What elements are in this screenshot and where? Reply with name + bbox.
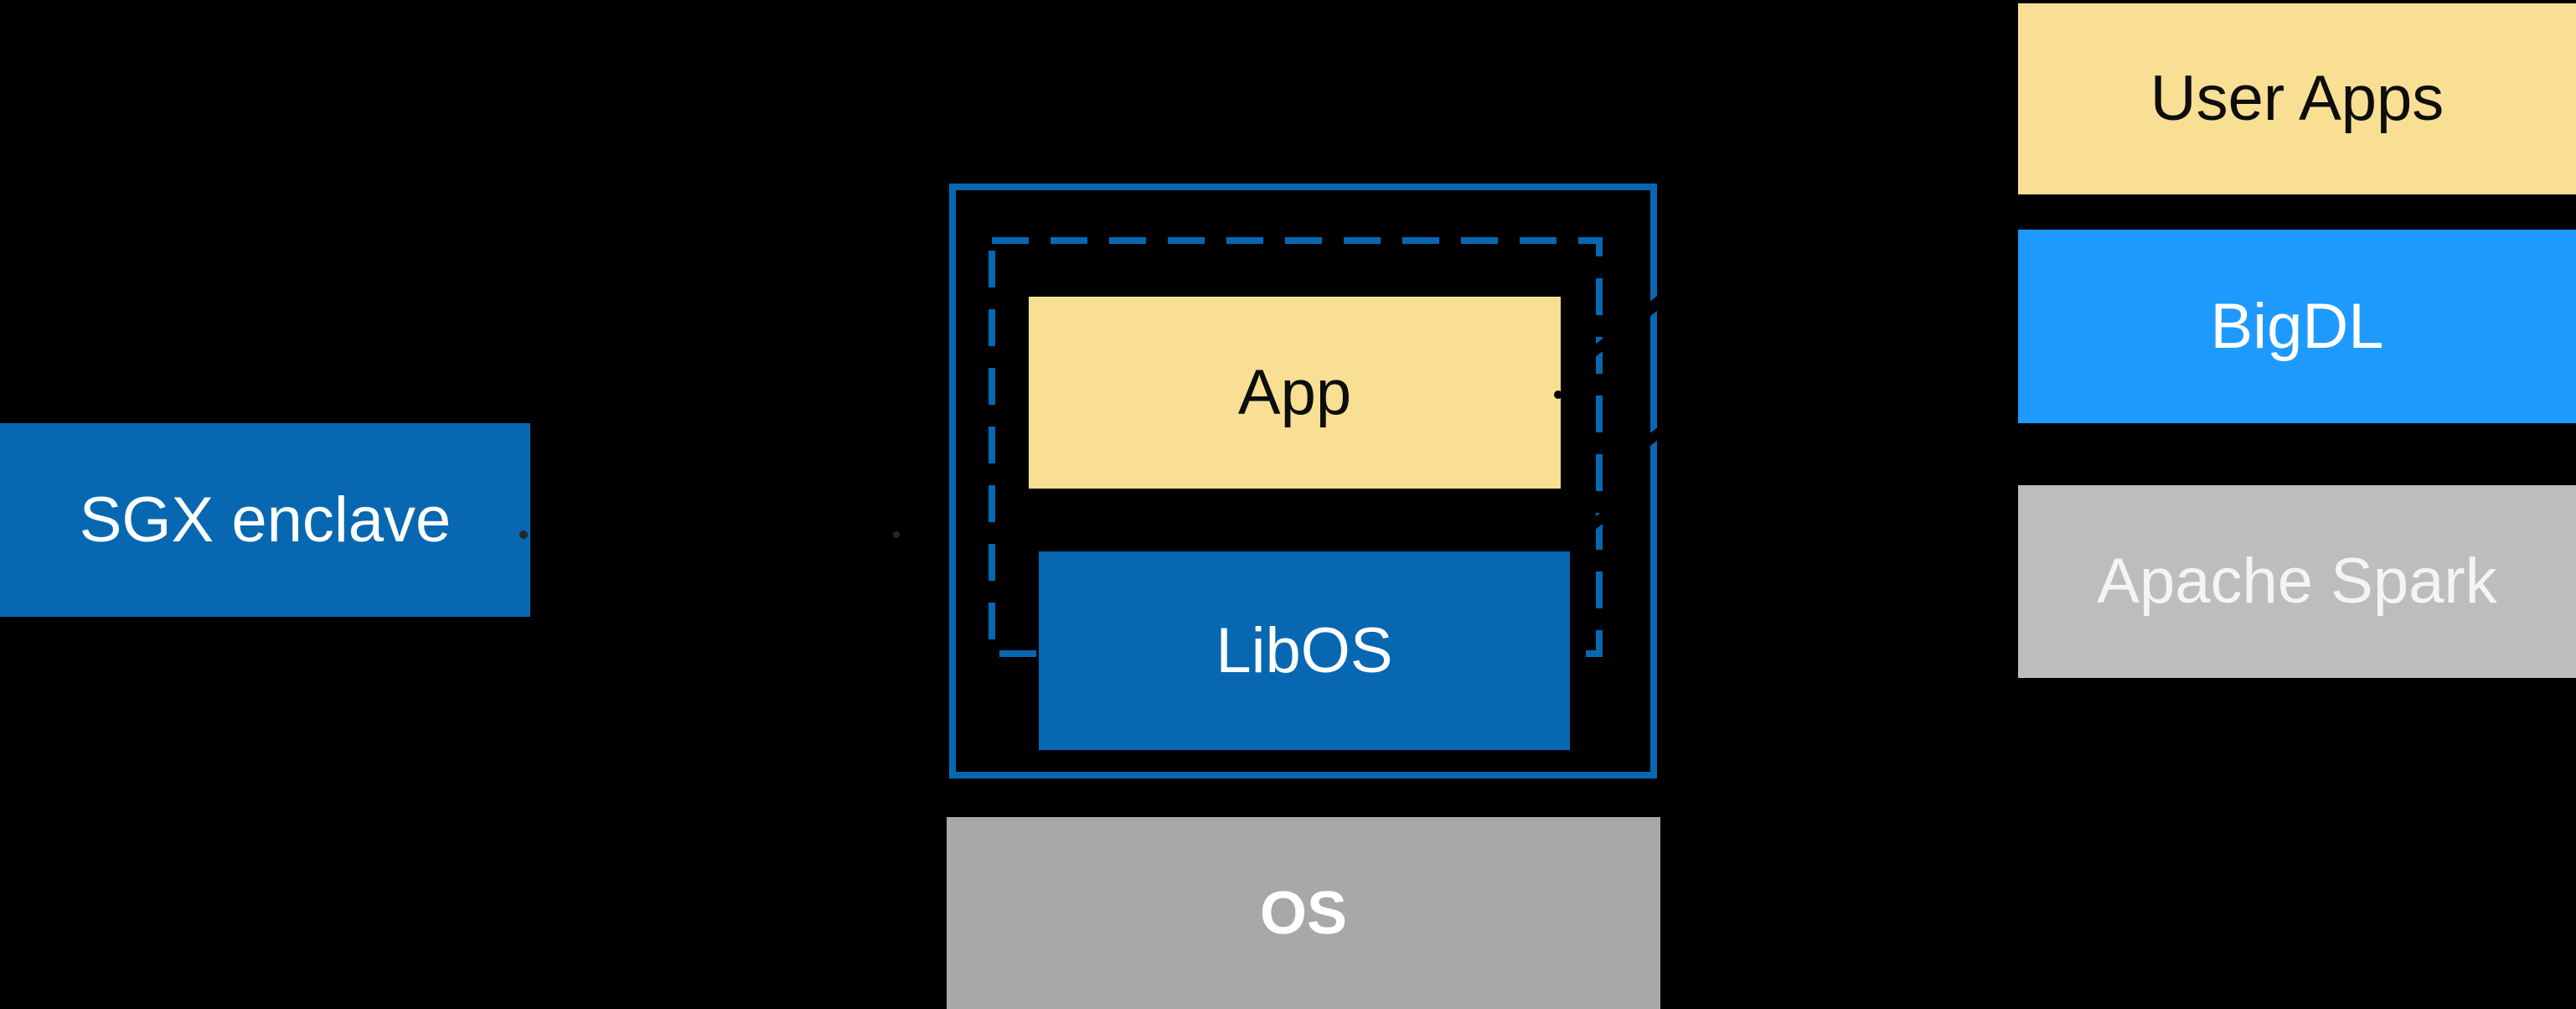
apache-spark-label: Apache Spark — [2097, 546, 2497, 617]
bigdl-label: BigDL — [2210, 290, 2384, 362]
os-label: OS — [1259, 879, 1348, 947]
apache-spark-box: Apache Spark — [2018, 485, 2576, 678]
sgx-enclave-label: SGX enclave — [79, 484, 452, 556]
app-label: App — [1237, 356, 1352, 428]
user-apps-box: User Apps — [2018, 3, 2576, 194]
arrow-dot — [893, 531, 900, 538]
sgx-enclave-box: SGX enclave — [0, 423, 530, 617]
bigdl-box: BigDL — [2018, 230, 2576, 423]
enclave-outline-box — [949, 184, 1657, 779]
os-box: OS — [947, 817, 1660, 1009]
libos-label: LibOS — [1216, 614, 1393, 686]
app-box: App — [1029, 297, 1561, 489]
user-apps-label: User Apps — [2150, 63, 2444, 134]
libos-box: LibOS — [1039, 551, 1570, 750]
